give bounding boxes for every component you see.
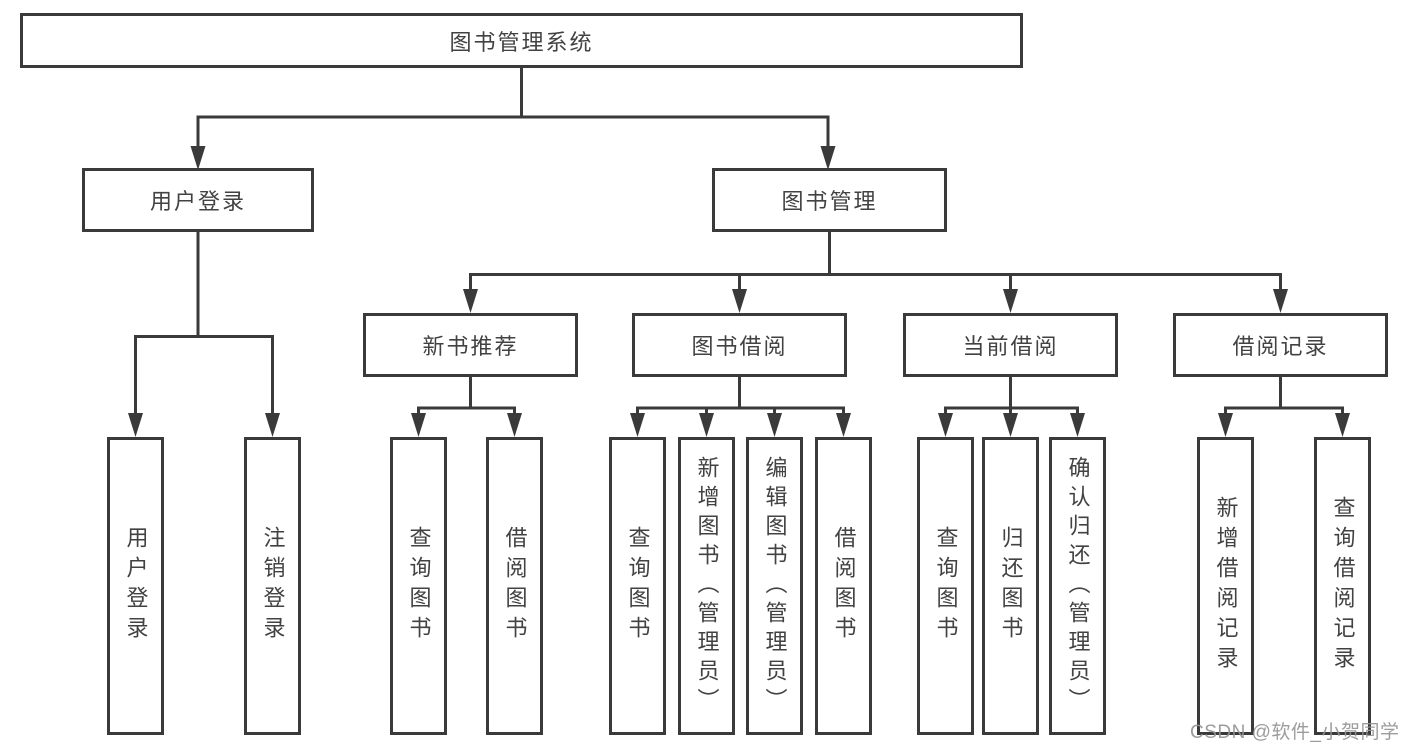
leaf-nb-query-books-label: 查询图书 bbox=[406, 526, 432, 646]
node-book-borrow: 图书借阅 bbox=[632, 313, 847, 377]
leaf-logout: 注销登录 bbox=[244, 437, 301, 735]
edge-new-book-split bbox=[417, 377, 516, 418]
arrow-leaf-br-add bbox=[1218, 413, 1233, 437]
node-book-borrow-label: 图书借阅 bbox=[691, 334, 788, 359]
node-library-system-label: 图书管理系统 bbox=[449, 29, 594, 55]
node-new-book-recommend-label: 新书推荐 bbox=[422, 334, 519, 359]
arrow-user-login bbox=[190, 146, 206, 170]
arrow-leaf-nb-query bbox=[411, 413, 426, 437]
leaf-logout-label: 注销登录 bbox=[260, 526, 286, 646]
leaf-br-query-record: 查询借阅记录 bbox=[1314, 437, 1371, 735]
node-current-borrow-label: 当前借阅 bbox=[962, 334, 1059, 359]
arrow-leaf-bb-edit bbox=[767, 413, 782, 437]
leaf-bb-borrow-books: 借阅图书 bbox=[815, 437, 872, 735]
node-borrow-records-label: 借阅记录 bbox=[1232, 334, 1329, 359]
leaf-user-login-label: 用户登录 bbox=[123, 526, 149, 646]
node-user-login-group-label: 用户登录 bbox=[149, 189, 246, 214]
leaf-bb-borrow-books-label: 借阅图书 bbox=[831, 526, 857, 646]
leaf-nb-borrow-books: 借阅图书 bbox=[486, 437, 543, 735]
arrow-leaf-bb-query bbox=[630, 413, 645, 437]
node-new-book-recommend: 新书推荐 bbox=[363, 313, 578, 377]
edge-root-split bbox=[196, 68, 830, 150]
leaf-br-add-record-label: 新增借阅记录 bbox=[1213, 496, 1239, 676]
node-user-login-group: 用户登录 bbox=[82, 168, 314, 232]
leaf-bb-query-books: 查询图书 bbox=[609, 437, 666, 735]
arrow-leaf-user-login bbox=[128, 413, 143, 437]
edge-book-borrow-split bbox=[636, 377, 845, 418]
arrow-leaf-br-query bbox=[1335, 413, 1350, 437]
leaf-cb-query-books: 查询图书 bbox=[917, 437, 974, 735]
node-book-management-label: 图书管理 bbox=[781, 189, 878, 214]
leaf-cb-confirm-return-admin-label: 确认归还（管理员） bbox=[1065, 455, 1091, 717]
edge-current-borrow-split bbox=[944, 377, 1079, 418]
arrow-new-book bbox=[463, 289, 478, 313]
arrow-leaf-cb-query bbox=[938, 413, 953, 437]
leaf-user-login: 用户登录 bbox=[107, 437, 164, 735]
arrow-leaf-bb-borrow bbox=[836, 413, 851, 437]
node-book-management: 图书管理 bbox=[712, 168, 947, 232]
leaf-br-add-record: 新增借阅记录 bbox=[1197, 437, 1254, 735]
leaf-cb-return-books-label: 归还图书 bbox=[998, 526, 1024, 646]
edge-borrow-records-split bbox=[1224, 377, 1344, 418]
arrow-book-mgmt bbox=[820, 146, 836, 170]
leaf-cb-query-books-label: 查询图书 bbox=[933, 526, 959, 646]
edge-book-mgmt-split bbox=[469, 232, 1282, 293]
arrow-leaf-bb-add bbox=[699, 413, 714, 437]
arrow-leaf-cb-confirm bbox=[1070, 413, 1085, 437]
node-library-system: 图书管理系统 bbox=[20, 13, 1023, 68]
csdn-watermark: CSDN @软件_小贺同学 bbox=[1190, 722, 1400, 743]
leaf-cb-confirm-return-admin: 确认归还（管理员） bbox=[1049, 437, 1106, 735]
edge-user-login-split bbox=[134, 232, 274, 418]
leaf-bb-add-books-admin-label: 新增图书（管理员） bbox=[694, 455, 720, 717]
arrow-book-borrow bbox=[732, 289, 747, 313]
leaf-cb-return-books: 归还图书 bbox=[982, 437, 1039, 735]
arrow-borrow-records bbox=[1273, 289, 1288, 313]
leaf-bb-query-books-label: 查询图书 bbox=[625, 526, 651, 646]
leaf-nb-query-books: 查询图书 bbox=[390, 437, 447, 735]
leaf-bb-edit-books-admin: 编辑图书（管理员） bbox=[746, 437, 803, 735]
leaf-bb-edit-books-admin-label: 编辑图书（管理员） bbox=[762, 455, 788, 717]
arrow-leaf-logout bbox=[265, 413, 280, 437]
node-borrow-records: 借阅记录 bbox=[1173, 313, 1388, 377]
arrow-leaf-cb-return bbox=[1003, 413, 1018, 437]
leaf-bb-add-books-admin: 新增图书（管理员） bbox=[678, 437, 735, 735]
arrow-current-borrow bbox=[1003, 289, 1018, 313]
leaf-br-query-record-label: 查询借阅记录 bbox=[1330, 496, 1356, 676]
arrow-leaf-nb-borrow bbox=[507, 413, 522, 437]
node-current-borrow: 当前借阅 bbox=[903, 313, 1118, 377]
leaf-nb-borrow-books-label: 借阅图书 bbox=[502, 526, 528, 646]
